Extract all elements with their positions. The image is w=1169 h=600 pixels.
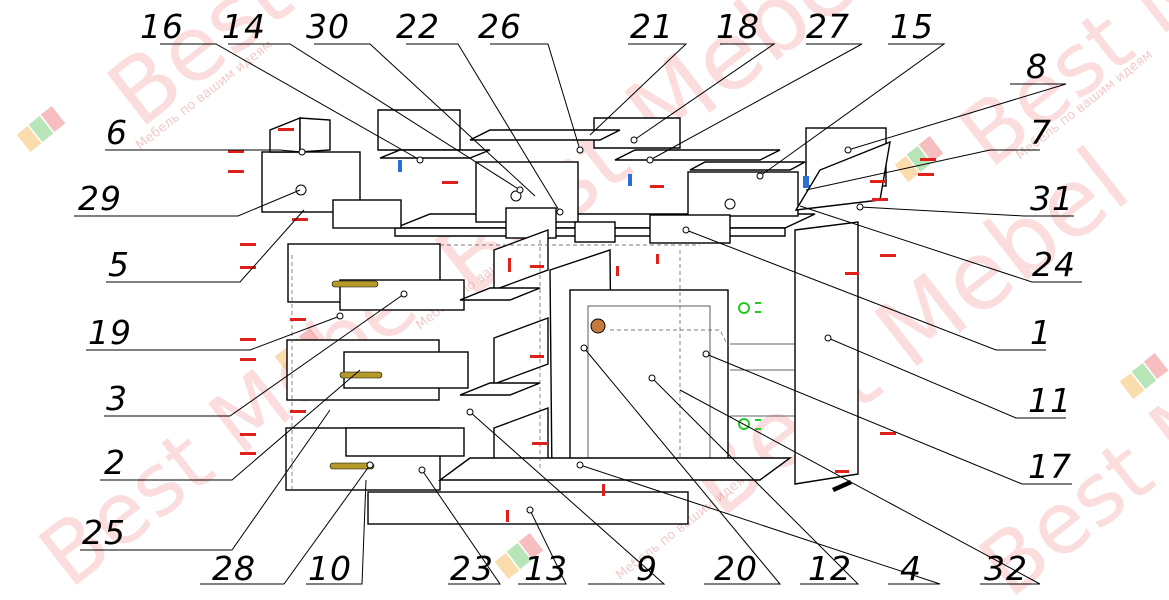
logo-mark bbox=[16, 106, 66, 152]
drawer-side-board-right bbox=[794, 140, 891, 211]
callout-number: 11 bbox=[1028, 381, 1072, 420]
upper-shelf-board bbox=[469, 129, 621, 141]
callout-number: 13 bbox=[524, 549, 568, 588]
callout-number: 28 bbox=[212, 549, 256, 588]
callout-numbers-bottom: 28 10 23 13 9 20 12 4 32 bbox=[212, 549, 1028, 588]
callout-number: 29 bbox=[78, 179, 122, 218]
logo-mark bbox=[1119, 353, 1169, 399]
top-drawer-front-right bbox=[687, 171, 799, 217]
cabinet-exploded-view bbox=[228, 109, 936, 525]
callout-number: 26 bbox=[478, 7, 522, 46]
drawer-back-board bbox=[649, 214, 731, 244]
callout-number: 5 bbox=[108, 245, 130, 284]
callout-number: 30 bbox=[306, 7, 350, 46]
callout-number: 3 bbox=[106, 379, 128, 418]
callout-numbers-top: 16 14 30 22 26 21 18 27 15 8 bbox=[140, 7, 1048, 86]
callout-number: 9 bbox=[636, 549, 658, 588]
right-side-panel bbox=[794, 221, 859, 485]
top-drawer-side-left bbox=[299, 117, 331, 153]
callout-number: 23 bbox=[450, 549, 494, 588]
callout-numbers-left: 6 29 5 19 3 2 25 bbox=[78, 113, 132, 552]
callout-number: 7 bbox=[1030, 113, 1052, 152]
callout-number: 20 bbox=[714, 549, 758, 588]
upper-shelf-board bbox=[689, 161, 806, 171]
logo-mark bbox=[494, 533, 544, 579]
drawer-bottom-board bbox=[459, 287, 541, 301]
callout-number: 4 bbox=[900, 549, 922, 588]
callout-number: 18 bbox=[716, 7, 760, 46]
callout-number: 10 bbox=[308, 549, 352, 588]
connector-fittings bbox=[398, 160, 809, 188]
drawer-handle bbox=[329, 280, 383, 470]
door-hinge bbox=[738, 302, 761, 430]
callout-number: 22 bbox=[396, 7, 440, 46]
callout-number: 17 bbox=[1028, 447, 1072, 486]
drawer-back-board bbox=[332, 199, 402, 229]
callout-number: 21 bbox=[630, 7, 674, 46]
top-drawer-side-left bbox=[269, 116, 301, 153]
knob-handle bbox=[295, 184, 736, 334]
drawer-inner-board bbox=[343, 351, 469, 389]
callout-number: 1 bbox=[1030, 313, 1052, 352]
drawer-inner-board bbox=[345, 427, 465, 457]
callout-number: 16 bbox=[140, 7, 184, 46]
leader-lines bbox=[74, 43, 1082, 585]
callout-number: 24 bbox=[1032, 245, 1076, 284]
logo-mark bbox=[894, 136, 944, 182]
fastener-dowels bbox=[228, 128, 936, 522]
callout-numbers-right: 7 31 24 1 11 17 bbox=[1028, 113, 1076, 486]
callout-anchors bbox=[298, 136, 864, 514]
callout-number: 14 bbox=[222, 7, 266, 46]
drawer-back-board bbox=[574, 221, 616, 243]
callout-number: 12 bbox=[808, 549, 852, 588]
hidden-edge bbox=[610, 329, 731, 351]
callout-number: 8 bbox=[1026, 47, 1048, 86]
foot-bracket bbox=[832, 480, 852, 492]
drawer-bottom-board bbox=[459, 382, 541, 396]
door-panel bbox=[569, 289, 729, 479]
upper-shelf-board bbox=[614, 149, 781, 161]
callout-number: 31 bbox=[1030, 179, 1074, 218]
callout-number: 25 bbox=[82, 513, 126, 552]
callout-number: 27 bbox=[806, 7, 850, 46]
callout-number: 2 bbox=[104, 443, 126, 482]
callout-number: 6 bbox=[106, 113, 128, 152]
callout-number: 32 bbox=[984, 549, 1028, 588]
callout-number: 15 bbox=[890, 7, 934, 46]
upper-shelf-board bbox=[379, 149, 491, 159]
drawer-side-board bbox=[493, 316, 549, 386]
callout-number: 19 bbox=[88, 313, 132, 352]
